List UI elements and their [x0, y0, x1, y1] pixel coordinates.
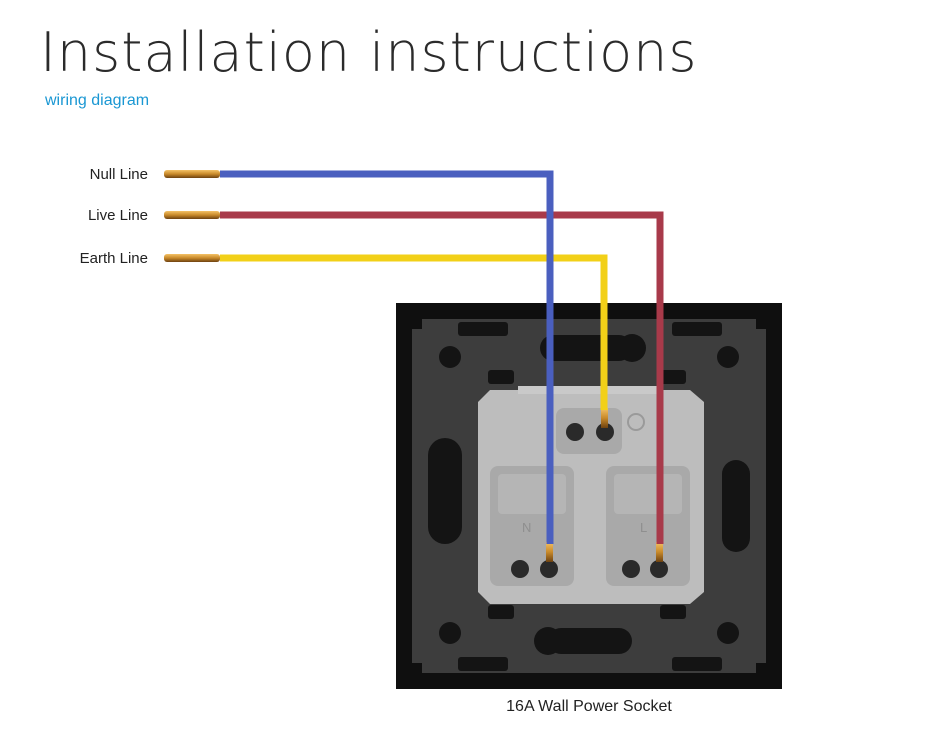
null-line-label: Null Line	[89, 166, 148, 183]
wire-stripped-ends	[164, 170, 663, 562]
socket-caption: 16A Wall Power Socket	[506, 698, 672, 715]
earth-line-label: Earth Line	[79, 250, 148, 267]
page-subtitle: wiring diagram	[45, 92, 150, 109]
terminal-label-n: N	[522, 520, 531, 535]
page-title: Installation instructions	[40, 21, 698, 84]
wall-socket: N L	[396, 303, 782, 689]
plate-notches	[412, 319, 766, 673]
socket-module	[478, 386, 704, 604]
mounting-slots	[428, 335, 750, 654]
live-line-wire	[220, 211, 664, 544]
terminal-label-l: L	[640, 520, 647, 535]
null-line-wire	[220, 170, 554, 544]
mounting-tabs	[458, 322, 722, 671]
live-line-label: Live Line	[87, 207, 148, 224]
terminal-screws	[511, 423, 668, 578]
earth-line-wire	[220, 254, 608, 410]
